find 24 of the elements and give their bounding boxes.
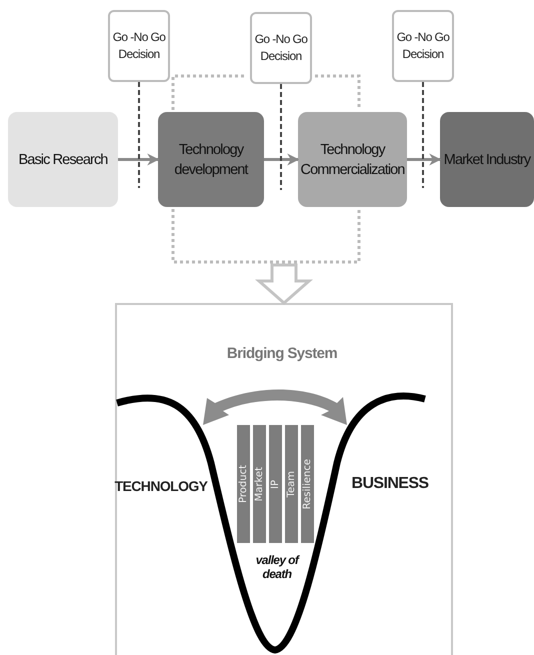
stage-box: Technology Commercialization <box>298 112 407 207</box>
arrow <box>407 154 442 166</box>
valley-label: valley of death <box>254 553 301 581</box>
pillar-bar: IP <box>269 425 282 543</box>
pillar-bar: Team <box>285 425 298 543</box>
decision-box: Go -No Go Decision <box>108 10 170 82</box>
stage-box: Basic Research <box>8 112 118 207</box>
side-label: BUSINESS <box>350 475 430 493</box>
decision-box: Go -No Go Decision <box>392 10 454 82</box>
dashed-line <box>422 82 424 188</box>
pillar-bar: Resilience <box>301 425 314 543</box>
dashed-line <box>280 84 282 190</box>
decision-box: Go -No Go Decision <box>250 12 312 84</box>
illustration-panel <box>115 303 453 655</box>
bridging-label: Bridging System <box>226 345 338 362</box>
pillar-bar: Market <box>253 425 266 543</box>
stage-box: Technology development <box>158 112 264 207</box>
arrow <box>118 154 160 166</box>
arrow <box>264 154 300 166</box>
side-label: TECHNOLOGY <box>114 478 208 494</box>
pillar-bar: Product <box>237 425 250 543</box>
block-arrow <box>255 264 313 305</box>
stage-box: Market Industry <box>440 112 534 207</box>
dashed-line <box>138 82 140 188</box>
